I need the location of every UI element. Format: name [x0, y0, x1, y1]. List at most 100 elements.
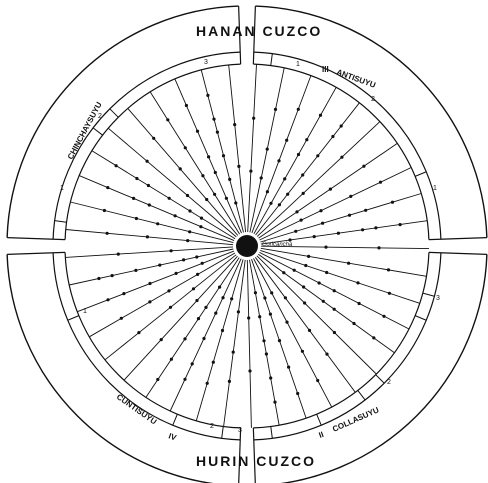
ceque-line — [257, 122, 380, 237]
huaca-dot — [134, 269, 137, 272]
huaca-dot — [308, 329, 311, 332]
band-tick — [173, 414, 178, 425]
huaca-dot — [347, 262, 350, 265]
huaca-dot — [358, 302, 361, 305]
outer-ring-arc — [7, 254, 239, 483]
ceque-line — [124, 256, 238, 380]
huaca-dot — [188, 230, 191, 233]
huaca-dot — [148, 203, 151, 206]
ceque-line — [65, 247, 233, 258]
huaca-dot — [321, 222, 324, 225]
huaca-dot — [225, 197, 228, 200]
huaca-dot — [247, 316, 250, 319]
huaca-dot — [325, 353, 328, 356]
huaca-dot — [232, 351, 235, 354]
huaca-dot — [284, 296, 287, 299]
huaca-dot — [120, 317, 123, 320]
huaca-dot — [201, 262, 204, 265]
collasuyu-number: II — [318, 430, 325, 440]
huaca-dot — [212, 118, 215, 121]
band-tick — [271, 426, 273, 438]
ceque-line — [89, 253, 235, 337]
huaca-dot — [287, 366, 290, 369]
ceque-line — [77, 251, 234, 312]
marker-2: 2 — [210, 423, 214, 430]
huaca-dot — [297, 153, 300, 156]
huaca-dot — [166, 118, 169, 121]
huaca-dot — [179, 167, 182, 170]
huaca-dot — [262, 339, 265, 342]
huaca-dot — [269, 376, 272, 379]
huaca-dot — [156, 378, 159, 381]
huaca-dot — [333, 308, 336, 311]
huaca-dot — [103, 209, 106, 212]
huaca-dot — [218, 286, 221, 289]
huaca-dot — [274, 108, 277, 111]
huaca-dot — [196, 130, 199, 133]
huaca-dot — [269, 313, 272, 316]
huaca-dot — [293, 269, 296, 272]
huaca-dot — [214, 312, 217, 315]
huaca-dot — [399, 223, 402, 226]
huaca-dot — [295, 210, 298, 213]
huaca-dot — [221, 329, 224, 332]
huaca-dot — [234, 201, 237, 204]
huaca-dot — [186, 239, 189, 242]
huaca-dot — [258, 315, 261, 318]
ceque-line — [259, 143, 398, 238]
huaca-dot — [195, 255, 198, 258]
huaca-dot — [283, 177, 286, 180]
huaca-dot — [158, 264, 161, 267]
huaca-dot — [135, 217, 138, 220]
huaca-dot — [214, 171, 217, 174]
huaca-dot — [349, 195, 352, 198]
huaca-dot — [352, 322, 355, 325]
huaca-dot — [213, 193, 216, 196]
huaca-dot — [302, 192, 305, 195]
band-tick — [55, 221, 67, 223]
huaca-dot — [97, 277, 100, 280]
huaca-dot — [266, 148, 269, 151]
huaca-dot — [387, 268, 390, 271]
huaca-dot — [252, 117, 255, 120]
huaca-dot — [319, 114, 322, 117]
marker-1: 1 — [296, 61, 300, 68]
ceque-line — [254, 87, 336, 234]
band-tick — [415, 172, 426, 177]
marker-2: 2 — [98, 113, 102, 120]
ceque-line — [255, 257, 355, 392]
huaca-dot — [286, 193, 289, 196]
huaca-dot — [270, 291, 273, 294]
ceque-line — [260, 250, 419, 303]
marker-1: 1 — [60, 185, 64, 192]
huaca-dot — [377, 246, 380, 249]
huaca-dot — [248, 369, 251, 372]
huaca-dot — [111, 274, 114, 277]
band-tick — [271, 54, 273, 66]
huaca-dot — [285, 139, 288, 142]
huaca-dot — [191, 362, 194, 365]
huaca-dot — [106, 186, 109, 189]
huaca-dot — [207, 155, 210, 158]
huaca-dot — [374, 226, 377, 229]
coricancha-center — [236, 235, 258, 257]
huaca-dot — [135, 177, 138, 180]
marker-3: 3 — [238, 427, 242, 434]
huaca-dot — [170, 358, 173, 361]
ceque-line — [224, 260, 246, 427]
huaca-dot — [325, 271, 328, 274]
huaca-dot — [132, 197, 135, 200]
huaca-dot — [278, 203, 281, 206]
huaca-dot — [206, 382, 209, 385]
huaca-dot — [170, 249, 173, 252]
huaca-dot — [313, 235, 316, 238]
huaca-dot — [221, 296, 224, 299]
band-tick — [110, 109, 118, 117]
marker-2: 2 — [371, 96, 375, 103]
huaca-dot — [106, 298, 109, 301]
huaca-dot — [186, 194, 189, 197]
huaca-dot — [282, 271, 285, 274]
huaca-dot — [147, 184, 150, 187]
huaca-dot — [216, 131, 219, 134]
